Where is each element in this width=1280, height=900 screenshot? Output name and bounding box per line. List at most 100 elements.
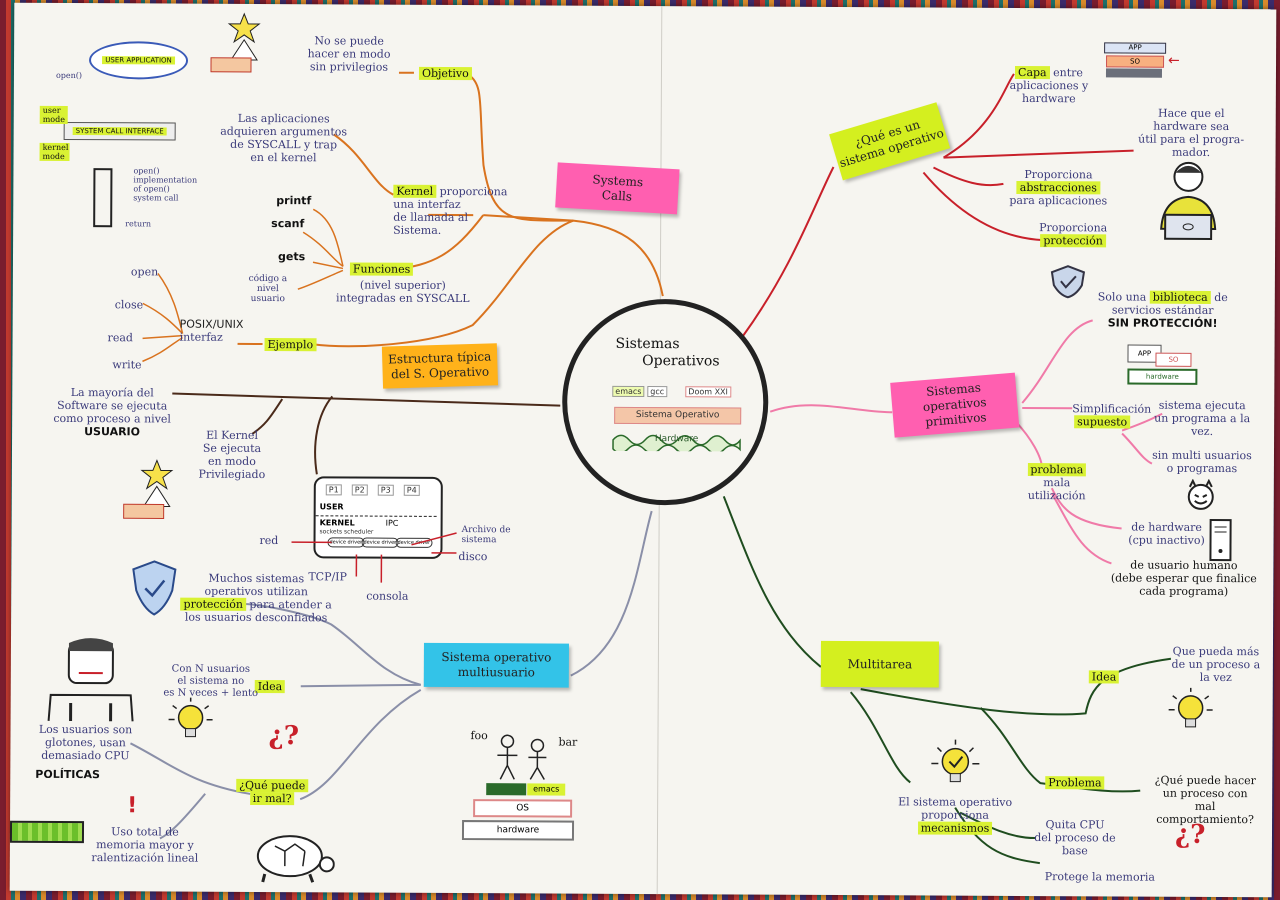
device-driver-2: device driver xyxy=(361,537,399,548)
abstr-post: para aplicaciones xyxy=(1009,193,1108,208)
function-scanf: scanf xyxy=(271,217,305,231)
device-driver-3: device driver xyxy=(395,537,433,548)
quita-cpu-text: Quita CPU del proceso de base xyxy=(1030,818,1120,857)
archivo-line: sistema xyxy=(461,535,497,546)
simplificacion-text: Simplificación supuesto xyxy=(1072,402,1151,429)
lightbulb-icon-2 xyxy=(1168,687,1213,728)
prot-multi-line: operativos utilizan xyxy=(204,584,308,599)
quita-line: Quita CPU xyxy=(1045,818,1105,832)
prot-pre: Proporciona xyxy=(1039,221,1108,235)
turtle-icon xyxy=(256,835,335,883)
open-impl-text: open() implementation of open() system c… xyxy=(133,166,197,202)
kernel-priv-line: Privilegiado xyxy=(198,467,266,482)
sin-proteccion-label: SIN PROTECCIÓN! xyxy=(1107,316,1218,331)
process-p1: P1 xyxy=(325,484,342,496)
computer-tower-icon xyxy=(1209,518,1232,562)
de-usuario-line: de usuario humano xyxy=(1130,558,1238,573)
prot-multi-line: los usuarios desconfiados xyxy=(184,610,328,625)
abstracciones-text: Proporciona abstracciones para aplicacio… xyxy=(998,168,1118,208)
posix-open: open xyxy=(130,265,159,279)
hace-line: Hace que el xyxy=(1157,106,1225,121)
kernel-priv-line: en modo xyxy=(207,454,256,468)
sin-multi-text: sin multi usuarios o programas xyxy=(1142,449,1262,476)
utilizacion-label: utilización xyxy=(1027,489,1086,503)
mt-idea-line: de un proceso a xyxy=(1171,657,1261,672)
abstr-pre: Proporciona xyxy=(1024,167,1093,182)
diagram-ipc-label: IPC xyxy=(385,518,399,528)
objetivo-text: No se puede hacer en modo sin privilegio… xyxy=(294,34,404,74)
estructura-left-line: La mayoría del xyxy=(70,386,154,400)
arrow-left-icon: ← xyxy=(1168,52,1180,69)
shield-icon xyxy=(1050,265,1086,299)
os-structure-diagram: P1 P2 P3 P4 USER KERNEL IPC sockets sche… xyxy=(313,476,443,559)
kernel-table-shape xyxy=(93,168,113,228)
shield-check-icon xyxy=(132,560,177,616)
multiusuario-title-2: multiusuario xyxy=(457,665,535,680)
multitarea-title: Multitarea xyxy=(847,656,913,671)
kernel-left-line: en el kernel xyxy=(250,150,317,165)
diagram-kernel-label: KERNEL xyxy=(319,518,355,528)
kernel-mode-label: kernel mode xyxy=(39,142,70,161)
function-gets: gets xyxy=(277,250,306,264)
central-title-line2: Operativos xyxy=(642,352,720,370)
open-impl-line: system call xyxy=(133,193,179,203)
user-application-label: USER APPLICATION xyxy=(102,56,175,65)
central-title-line1: Sistemas xyxy=(615,335,680,353)
simplificacion: Simplificación xyxy=(1072,402,1152,416)
funciones-text: (nivel superior) integradas en SYSCALL xyxy=(333,278,473,306)
mecanismos-highlight: mecanismos xyxy=(917,821,993,835)
posix-write: write xyxy=(112,358,142,372)
prot-multi-line: para atender a xyxy=(249,597,332,612)
funciones-line: integradas en SYSCALL xyxy=(335,291,470,306)
stack-app-layer: APP xyxy=(1104,42,1167,54)
prim-hardware-box: hardware xyxy=(1127,368,1198,385)
proteccion-highlight: protección xyxy=(1040,234,1106,248)
exclamation-icon: ! xyxy=(127,793,138,819)
diagram-sub-label: sockets scheduler xyxy=(319,528,374,536)
stack-hw-layer xyxy=(1105,68,1163,78)
kernel-priv-line: El Kernel xyxy=(206,428,259,442)
stack-so-layer: SO xyxy=(1106,55,1165,68)
mu-hardware-layer: hardware xyxy=(461,820,575,841)
open-impl-line: open() xyxy=(133,166,160,176)
bar-label: bar xyxy=(558,735,578,749)
ejecuta-line: sistema ejecuta xyxy=(1158,398,1246,413)
mt-problema-line: un proceso con xyxy=(1162,786,1248,801)
kernel-right-line: una interfaz xyxy=(393,197,461,212)
lightbulb-icon xyxy=(168,697,213,738)
mt-idea-line: Que pueda más xyxy=(1172,644,1260,659)
kernel-right-line: Sistema. xyxy=(393,223,442,237)
multitarea-idea-label: Idea xyxy=(1088,670,1120,684)
mal-text-line: memoria mayor y xyxy=(96,838,194,852)
que-puede-ir-mal: ¿Qué puede ir mal? xyxy=(232,778,312,806)
memory-full-bar-icon xyxy=(9,820,85,844)
de-hw-line: de hardware xyxy=(1131,520,1202,534)
mecanismos-pre-line: El sistema operativo xyxy=(898,795,1013,809)
kernel-right-line: proporciona xyxy=(439,184,508,199)
open-impl-line: of open() xyxy=(133,184,170,194)
star-mountain-icon xyxy=(210,12,261,73)
capa-line: entre xyxy=(1053,66,1083,80)
objetivo-label: Objetivo xyxy=(418,66,472,81)
hace-util-text: Hace que el hardware sea útil para el pr… xyxy=(1124,107,1259,160)
mala-label: mala xyxy=(1043,476,1071,490)
ejemplo-label: Ejemplo xyxy=(264,338,317,352)
kernel-left-line: adquieren argumentos xyxy=(220,124,348,139)
proteccion-text: Proporciona protección xyxy=(1038,221,1108,248)
estructura-title-2: del S. Operativo xyxy=(390,364,490,382)
hardware-layer: Hardware xyxy=(654,434,699,445)
prot-multi-line: Muchos sistemas xyxy=(208,571,305,586)
device-driver-1: device driver xyxy=(327,537,365,548)
objetivo-line: hacer en modo xyxy=(307,47,391,61)
capa-line: aplicaciones y xyxy=(1009,78,1089,93)
stick-figures-icon xyxy=(497,734,547,780)
estructura-left-line: como proceso a nivel xyxy=(53,411,171,426)
emacs-process-box: emacs xyxy=(527,783,566,796)
kernel-left-line: de SYSCALL y trap xyxy=(230,137,338,152)
mecanismos-text: El sistema operativo proporciona mecanis… xyxy=(895,795,1015,835)
mal-label-line: ¿Qué puede xyxy=(236,778,309,793)
posix-close: close xyxy=(114,298,144,312)
process-p2: P2 xyxy=(351,484,368,496)
chip-doom: Doom XXI xyxy=(685,386,731,398)
